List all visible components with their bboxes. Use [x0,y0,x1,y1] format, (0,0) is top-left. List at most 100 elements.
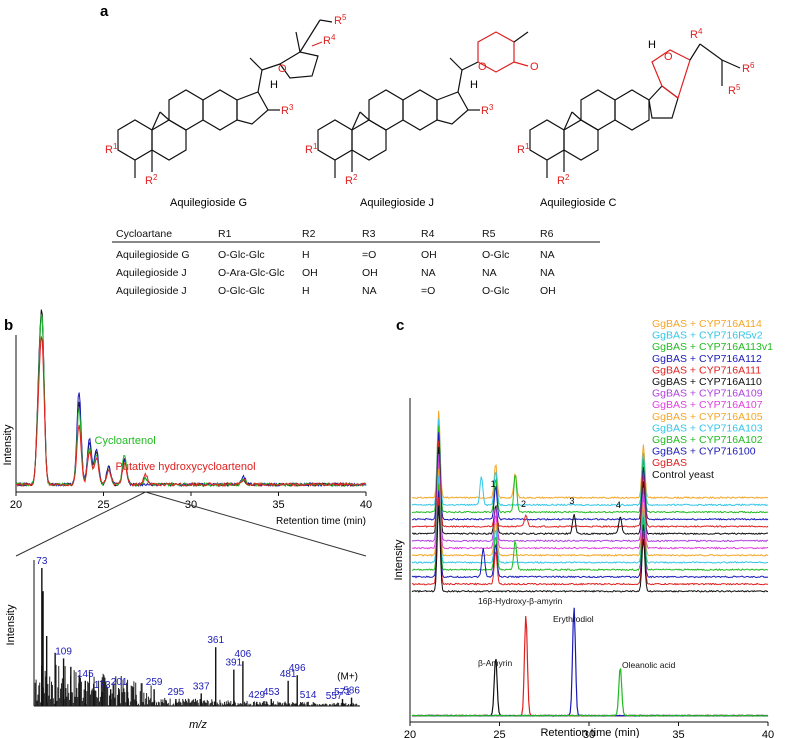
table-header-r2: R2 [302,228,316,240]
gc-trace [15,336,367,488]
table-cell: Aquilegioside J [116,285,187,297]
standard-trace [411,668,769,717]
c-x-tick-label: 20 [404,729,416,738]
standard-label: 16β-Hydroxy-β-amyrin [478,596,563,606]
ms-peak-label: 557 [326,691,343,702]
structure-aquilegioside-c [529,43,741,178]
ms-x-axis-label: m/z [189,719,207,731]
structure-name-g: Aquilegioside G [170,197,247,209]
c-x-axis-label: Retention time (min) [540,727,639,738]
legend-entry: GgBAS + CYP716A109 [652,388,763,400]
oxygen-label: O [278,63,287,75]
structure-aquilegioside-j [317,31,529,178]
table-cell: O-Glc-Glc [218,285,265,297]
table-cell: H [302,249,310,261]
table-cell: Aquilegioside J [116,267,187,279]
svg-text:R2: R2 [145,173,158,187]
ms-peak-label: 453 [263,687,280,698]
svg-text:H: H [648,39,656,51]
ms-peak-label: 337 [193,681,210,692]
ms-peak-label: 109 [55,646,72,657]
svg-text:O: O [664,51,673,63]
c-trace [411,483,769,572]
table-header-r4: R4 [421,228,435,240]
x-tick-label: 40 [360,499,372,511]
table-cell: O-Glc [482,249,509,261]
hydrogen-label: H [270,79,278,91]
table-cell: OH [302,267,318,279]
r5-label: R [334,15,342,27]
r1-label: R [105,144,113,156]
table-cell: NA [421,267,436,279]
c-trace [411,440,769,528]
peak-annotation: Putative hydroxycycloartenol [116,461,256,473]
legend-entry: GgBAS + CYP716A103 [652,422,763,434]
table-header-r5: R5 [482,228,496,240]
r2-sup: 2 [153,173,158,182]
standard-label: Oleanolic acid [622,660,676,670]
c-trace [411,490,769,579]
structure-name-c: Aquilegioside C [540,197,616,209]
table-cell: NA [362,285,377,297]
ms-peak-label: 295 [168,687,185,698]
legend-entry: GgBAS + CYP716100 [652,446,756,458]
c-x-tick-label: 25 [493,729,505,738]
c-trace [411,468,769,557]
legend-entry: GgBAS [652,457,687,469]
standard-trace [411,616,768,717]
table-cell: OH [362,267,378,279]
svg-text:O: O [530,61,539,73]
ms-peak-label: 173 [94,680,111,691]
panel-label-c: c [396,317,404,334]
structure-name-j: Aquilegioside J [360,197,434,209]
table-header-cycloartane: Cycloartane [116,228,172,240]
y-axis-label: Intensity [2,424,14,465]
r3-sup: 3 [289,103,294,112]
table-cell: Aquilegioside G [116,249,190,261]
c-trace [411,410,769,500]
x-tick-label: 25 [97,499,109,511]
table-cell: O-Glc-Glc [218,249,265,261]
zoom-line-left [15,491,146,557]
legend-entry: GgBAS + CYP716A113v1 [652,341,773,353]
ms-peak-label: 259 [146,677,163,688]
x-tick-label: 20 [10,499,22,511]
legend-entry: GgBAS + CYP716A102 [652,434,763,446]
ms-peak-label: 496 [289,663,306,674]
zoom-connector [15,491,367,557]
svg-text:R6: R6 [742,61,755,75]
table-header-r6: R6 [540,228,554,240]
svg-text:R2: R2 [345,173,358,187]
table-cell: O-Glc [482,285,509,297]
table-cell: OH [540,285,556,297]
svg-text:O: O [478,61,487,73]
c-trace [411,447,769,536]
c-trace [411,418,769,507]
c-x-tick-label: 35 [672,729,684,738]
peak-number: 2 [521,499,526,509]
table-cell: OH [421,249,437,261]
standard-label: β-Amyrin [478,658,512,668]
svg-text:R3: R3 [281,103,294,117]
table-cell: NA [482,267,497,279]
svg-text:R2: R2 [557,173,570,187]
legend-entry: GgBAS + CYP716R5v2 [652,330,763,342]
svg-text:R1: R1 [305,142,318,156]
r2-label: R [145,175,153,187]
peak-number: 3 [569,496,574,506]
legend-entry: GgBAS + CYP716A111 [652,364,761,376]
table-cell: NA [540,267,555,279]
standard-trace [411,607,769,717]
standard-label: Erythrodiol [553,614,594,624]
r3-label: R [281,105,289,117]
x-axis-label: Retention time (min) [276,516,366,527]
gc-trace [15,309,367,488]
legend-entry: GgBAS + CYP716A112 [652,353,762,365]
legend-entry: GgBAS + CYP716A114 [652,318,762,330]
svg-text:R4: R4 [323,33,336,47]
ms-peak-label: 514 [300,690,317,701]
r1-sup: 1 [113,142,118,151]
table-header-r3: R3 [362,228,376,240]
